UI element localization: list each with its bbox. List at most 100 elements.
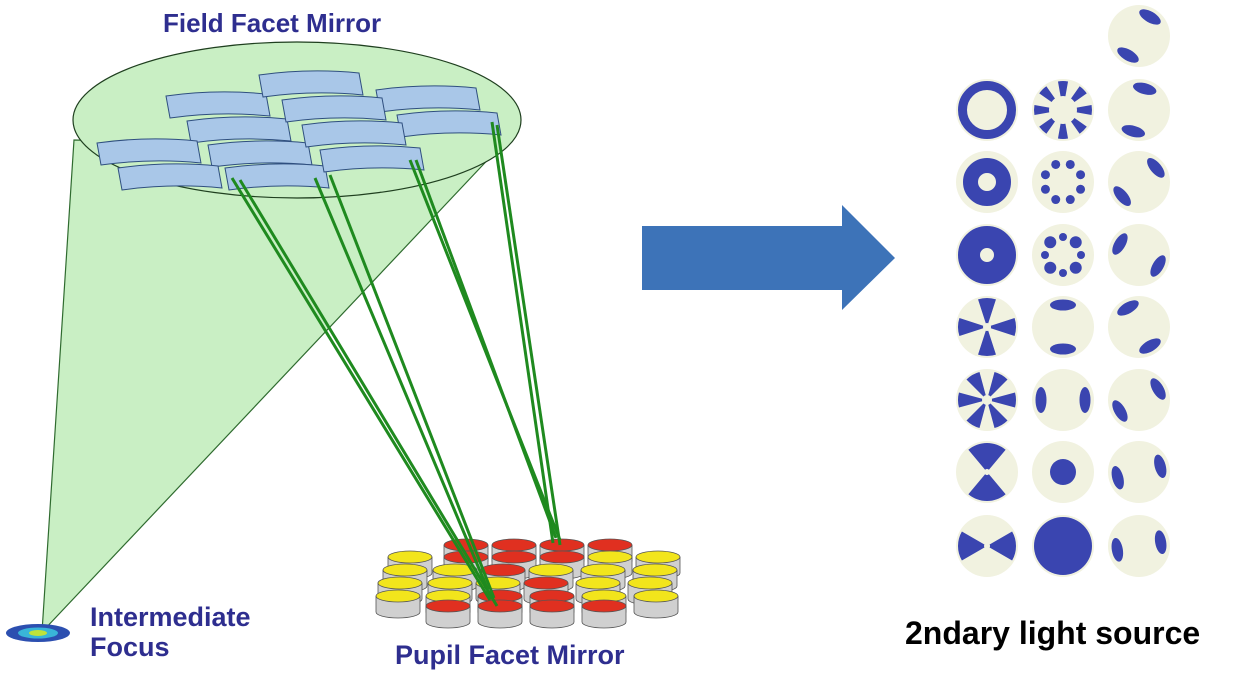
- pupil-facet-top: [427, 576, 473, 590]
- pupil-illumination-grid: [956, 5, 1170, 577]
- pupil-disk: [1108, 296, 1170, 358]
- pupil-facet-top: [425, 599, 471, 613]
- illumination-sector: [1057, 123, 1069, 139]
- illumination-pole: [1150, 255, 1166, 277]
- pupil-disk: [1032, 296, 1094, 358]
- illumination-pole: [1111, 537, 1124, 562]
- pupil-disk: [956, 296, 1018, 358]
- illumination-spot: [1065, 195, 1075, 205]
- pupil-quasar-cross: [956, 296, 1018, 358]
- illumination-pole: [1113, 186, 1131, 206]
- illumination-pole: [1112, 233, 1128, 255]
- pupil-facet-mirror: [375, 538, 681, 629]
- pupil-annular-ring-thin: [956, 79, 1018, 141]
- pupil-dipole-right-side: [1108, 515, 1170, 577]
- illumination-pole: [1112, 400, 1128, 422]
- field-facet: [301, 120, 407, 148]
- secondary-light-source-label: 2ndary light source: [905, 615, 1201, 651]
- illumination-sector: [958, 318, 984, 336]
- illumination-ring: [958, 81, 1016, 139]
- light-ray: [490, 121, 555, 544]
- pupil-facet-top: [633, 589, 679, 603]
- light-ray: [230, 177, 492, 601]
- illumination-sector: [989, 531, 1017, 561]
- pupil-bowtie-vertical: [956, 441, 1018, 503]
- pupil-bowtie-horizontal: [956, 515, 1018, 577]
- field-facet: [396, 110, 502, 138]
- pupil-dipole-left-right-lower: [1108, 224, 1170, 286]
- pupil-facet-top: [587, 538, 633, 552]
- illumination-spot: [1051, 159, 1061, 169]
- light-ray: [328, 174, 496, 599]
- illumination-spot: [1077, 251, 1085, 259]
- pupil-disk: [1108, 79, 1170, 141]
- pupil-dipole-upper-right: [1108, 369, 1170, 431]
- field-facet-mirror: [96, 70, 502, 191]
- field-facet: [258, 70, 364, 98]
- illumination-pole: [1139, 338, 1161, 354]
- pupil-facet-top: [627, 576, 673, 590]
- illumination-spot: [1034, 517, 1092, 575]
- pupil-facet-top: [377, 576, 423, 590]
- arrow-shape: [642, 205, 895, 310]
- light-ray: [238, 179, 499, 607]
- pupil-disk: [1032, 151, 1094, 213]
- pupil-dipole-diagonal: [1108, 151, 1170, 213]
- pupil-disk: [1108, 5, 1170, 67]
- illumination-spot: [1076, 170, 1086, 180]
- field-facet: [165, 91, 271, 119]
- pupil-facet-top: [382, 563, 428, 577]
- pupil-quasar-six: [956, 369, 1018, 431]
- pupil-dipole-right-lower: [1108, 441, 1170, 503]
- illumination-pole: [1035, 387, 1047, 413]
- field-facet: [319, 145, 425, 173]
- illumination-sector: [1071, 118, 1087, 134]
- illumination-ring: [963, 158, 1011, 206]
- transform-arrow: [642, 205, 895, 310]
- illumination-spot: [1069, 236, 1082, 249]
- illumination-sector: [1033, 104, 1050, 116]
- illumination-sector: [966, 371, 986, 397]
- pupil-facet-top: [387, 550, 433, 564]
- illumination-ring: [958, 226, 1016, 284]
- illumination-sector: [966, 403, 986, 429]
- illumination-spot: [1051, 195, 1061, 205]
- illumination-sector: [990, 318, 1016, 336]
- pupil-dipole-left-right: [1032, 369, 1094, 431]
- pupil-facet-top: [632, 563, 678, 577]
- illumination-spot: [1044, 236, 1057, 249]
- pupil-facet-top: [523, 576, 569, 590]
- illumination-pole: [1147, 158, 1165, 178]
- field-facet: [186, 116, 292, 144]
- pupil-disk: [1108, 151, 1170, 213]
- pupil-dipole-top-bottom: [1032, 296, 1094, 358]
- illumination-pole: [1154, 530, 1167, 555]
- field-facet: [224, 163, 330, 191]
- illumination-pole: [1117, 47, 1139, 63]
- illumination-sector: [978, 330, 996, 356]
- pupil-disk: [956, 515, 1018, 577]
- pupil-dipole-top-right: [1108, 5, 1170, 67]
- illumination-pole: [1050, 343, 1076, 355]
- pupil-facet-top: [575, 576, 621, 590]
- pupil-facet-top: [581, 599, 627, 613]
- pupil-facet-top: [580, 563, 626, 577]
- illumination-spot: [1069, 261, 1082, 274]
- illumination-spot: [1050, 459, 1076, 485]
- pupil-facet-top: [539, 550, 585, 564]
- illumination-pole: [1139, 9, 1161, 25]
- pupil-facet-top: [587, 550, 633, 564]
- pupil-quadrupole-dots: [1032, 224, 1094, 286]
- pupil-facet-top: [635, 550, 681, 564]
- illumination-spot: [1076, 184, 1086, 194]
- field-facet: [375, 85, 481, 113]
- pupil-facet-top: [375, 589, 421, 603]
- illumination-pole: [1050, 299, 1076, 311]
- pupil-facet-top: [528, 563, 574, 577]
- pupil-annular-ring-thick: [956, 151, 1018, 213]
- pupil-octopole-dots: [1032, 151, 1094, 213]
- pupil-facet-top: [477, 599, 523, 613]
- illumination-sector: [988, 403, 1008, 429]
- illumination-sector: [1076, 104, 1092, 116]
